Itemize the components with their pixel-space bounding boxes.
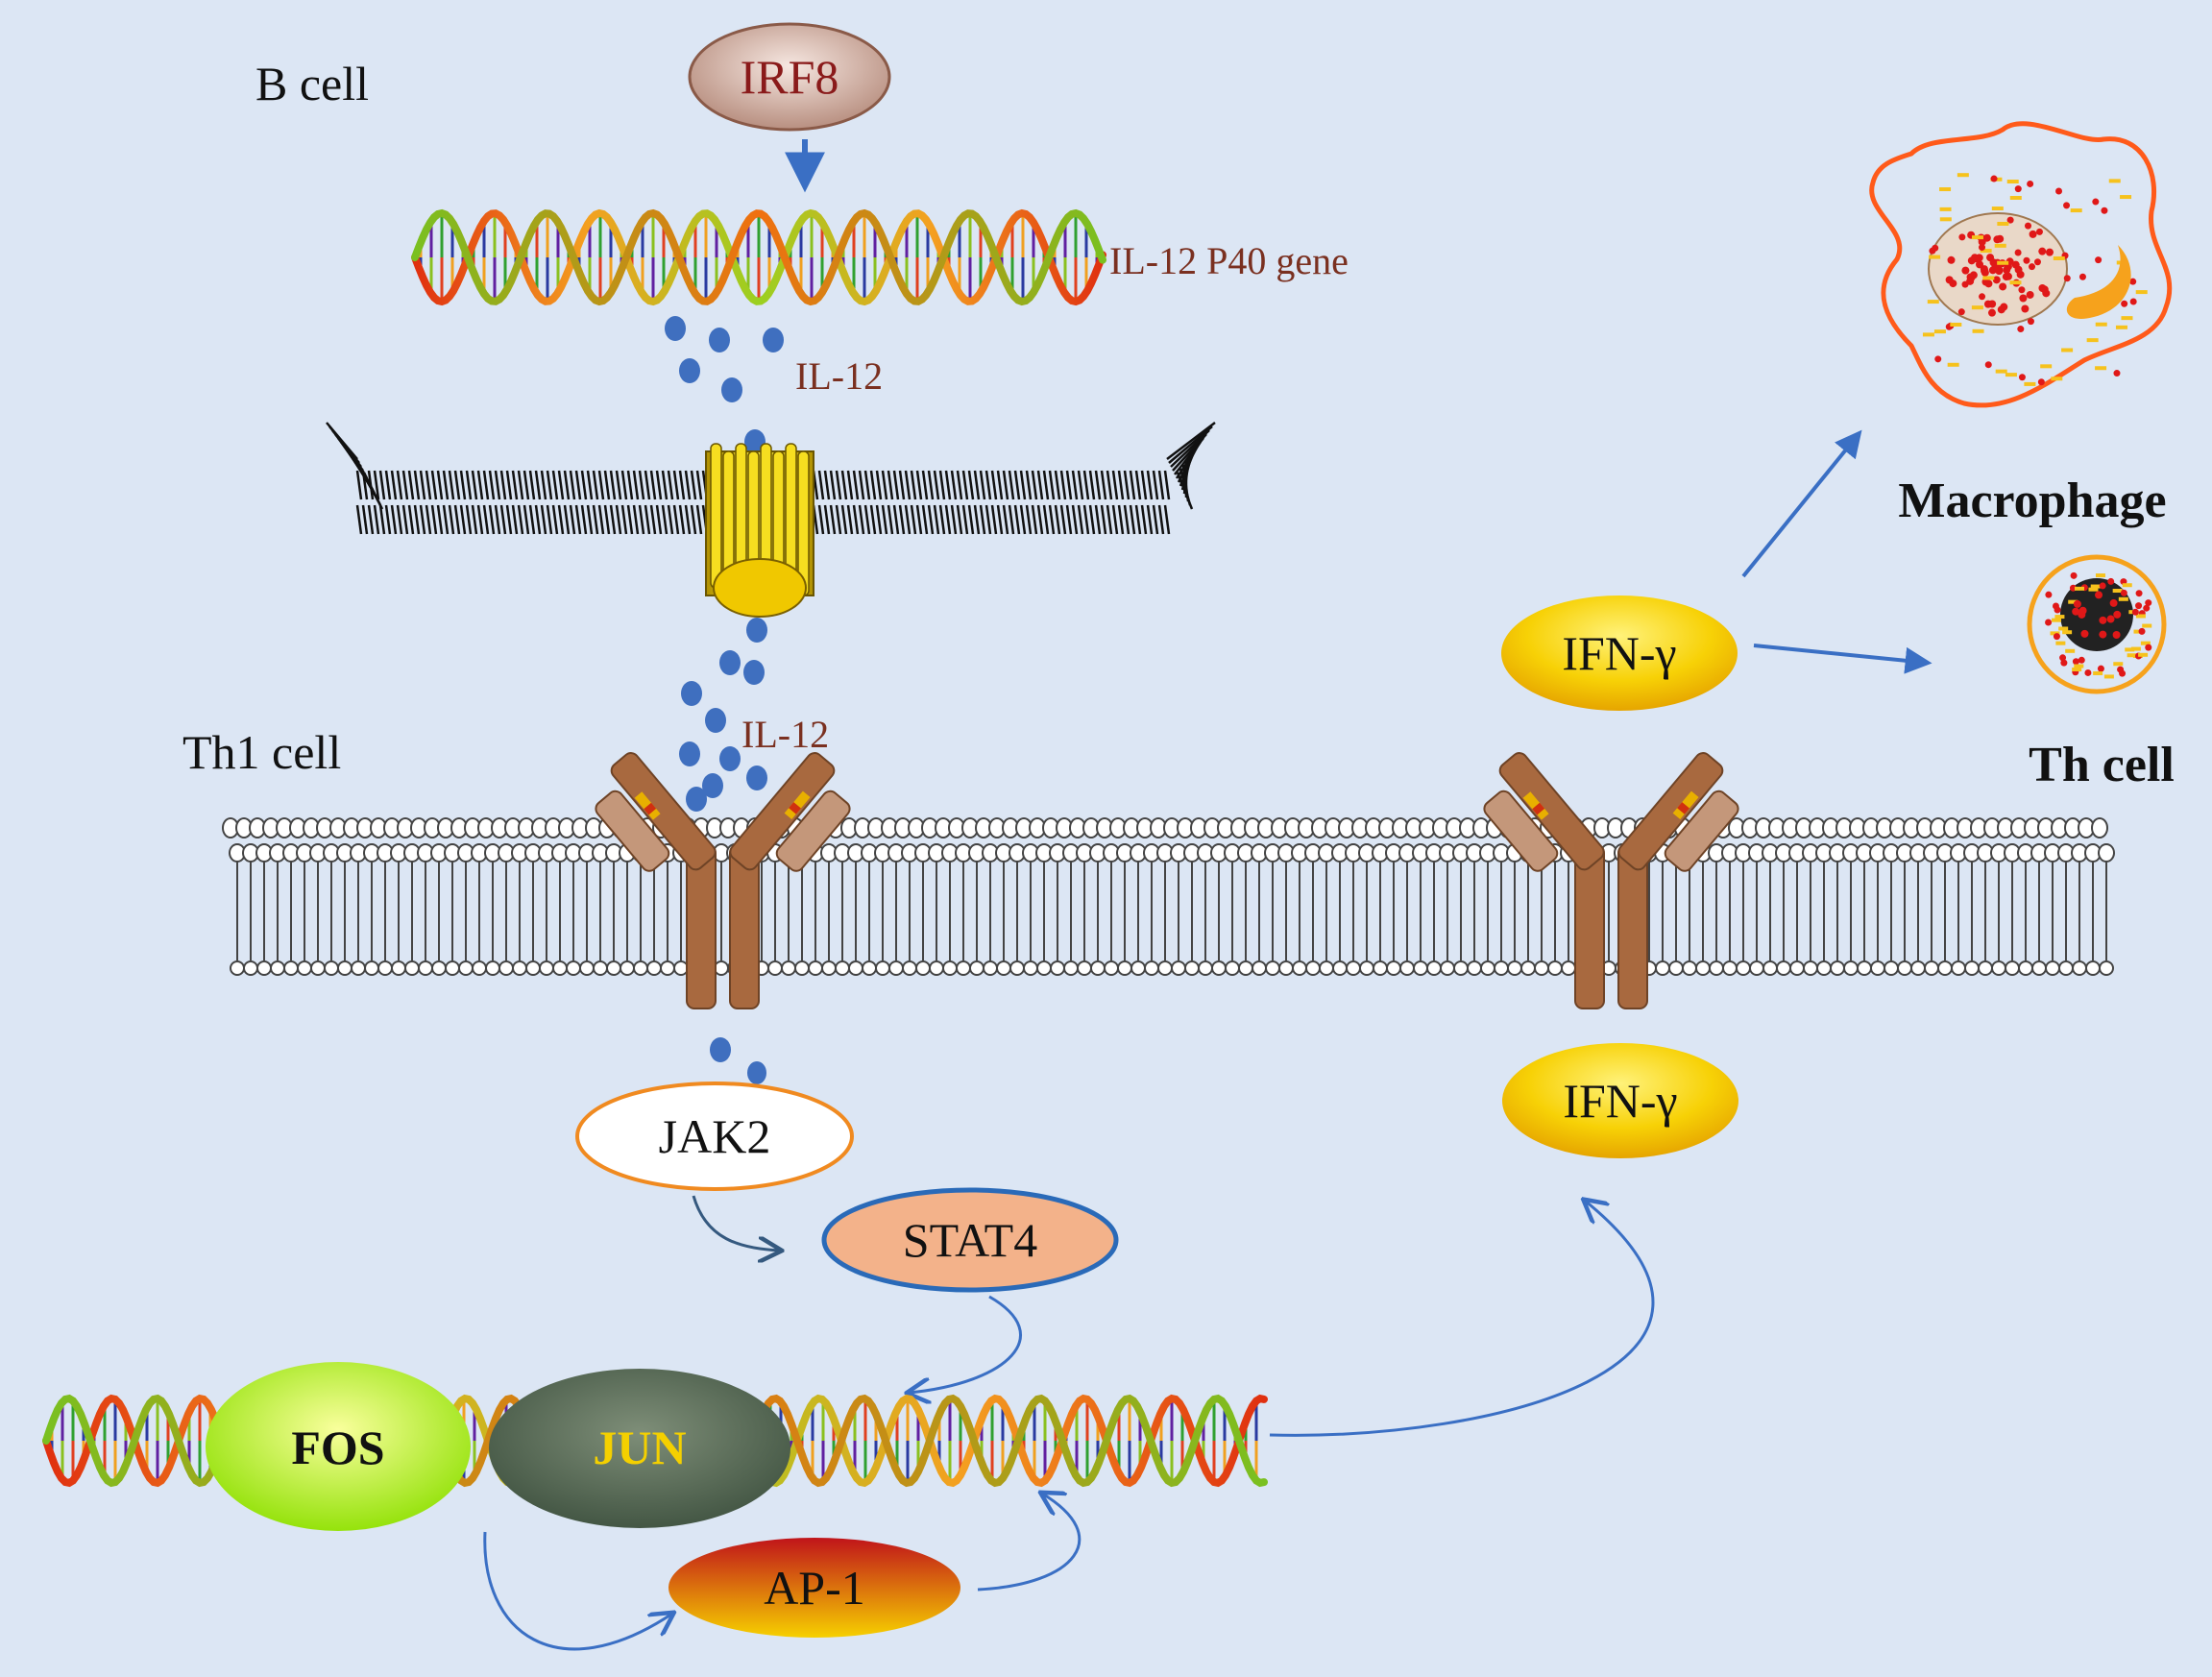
jak2-label: JAK2: [659, 1109, 771, 1163]
macrophage-cell: [1869, 121, 2173, 408]
jun-label: JUN: [593, 1421, 686, 1474]
il12-p40-gene-dna: [411, 208, 1106, 306]
ap1-to-dna-arrow: [977, 1494, 1082, 1592]
th1-cell-membrane: [222, 817, 2115, 976]
il12-signal-dots: [710, 1037, 766, 1084]
th-cell-label: Th cell: [2029, 738, 2175, 792]
ifn-gamma-receptor: [1483, 752, 1739, 1009]
ifn-gamma-node-bottom: IFN-γ: [1502, 1043, 1738, 1158]
stat4-node: STAT4: [821, 1187, 1119, 1293]
il12-p40-gene-label: IL-12 P40 gene: [1109, 239, 1349, 282]
stat4-label: STAT4: [903, 1213, 1037, 1267]
b-cell-membrane: [326, 422, 1216, 535]
ifn-gamma-label-top: IFN-γ: [1562, 626, 1676, 680]
ifn-to-macrophage-arrow: [1741, 429, 1862, 578]
ap1-node: AP-1: [668, 1538, 960, 1638]
il12-label-top: IL-12: [795, 354, 883, 398]
th1-cell-label: Th1 cell: [182, 725, 341, 779]
stat4-to-dna-arrow: [909, 1295, 1022, 1393]
ifn-to-th-cell-arrow: [1753, 644, 1932, 674]
ifn-gamma-label-bottom: IFN-γ: [1563, 1074, 1677, 1128]
il12-molecules-middle: [679, 618, 767, 812]
ifn-gamma-node-top: IFN-γ: [1501, 595, 1738, 711]
macrophage-label: Macrophage: [1898, 474, 2166, 528]
ap1-label: AP-1: [764, 1561, 865, 1615]
fos-to-ap1-arrow: [483, 1531, 672, 1651]
jak2-to-stat4-arrow: [692, 1195, 780, 1251]
il12-receptor: [595, 752, 851, 1009]
dna-to-ifn-arrow: [1269, 1201, 1655, 1437]
fos-label: FOS: [291, 1421, 384, 1474]
il12-label-middle: IL-12: [741, 713, 829, 756]
irf8-label: IRF8: [741, 50, 839, 104]
fos-node: FOS: [206, 1362, 471, 1531]
il12-receptor-channel: [705, 443, 814, 618]
th-cell: [2027, 554, 2167, 694]
jun-node: JUN: [489, 1369, 790, 1528]
jak2-node: JAK2: [575, 1082, 854, 1191]
irf8-node: IRF8: [688, 22, 891, 132]
il12-molecules-top: [665, 316, 784, 454]
b-cell-label: B cell: [255, 57, 369, 110]
